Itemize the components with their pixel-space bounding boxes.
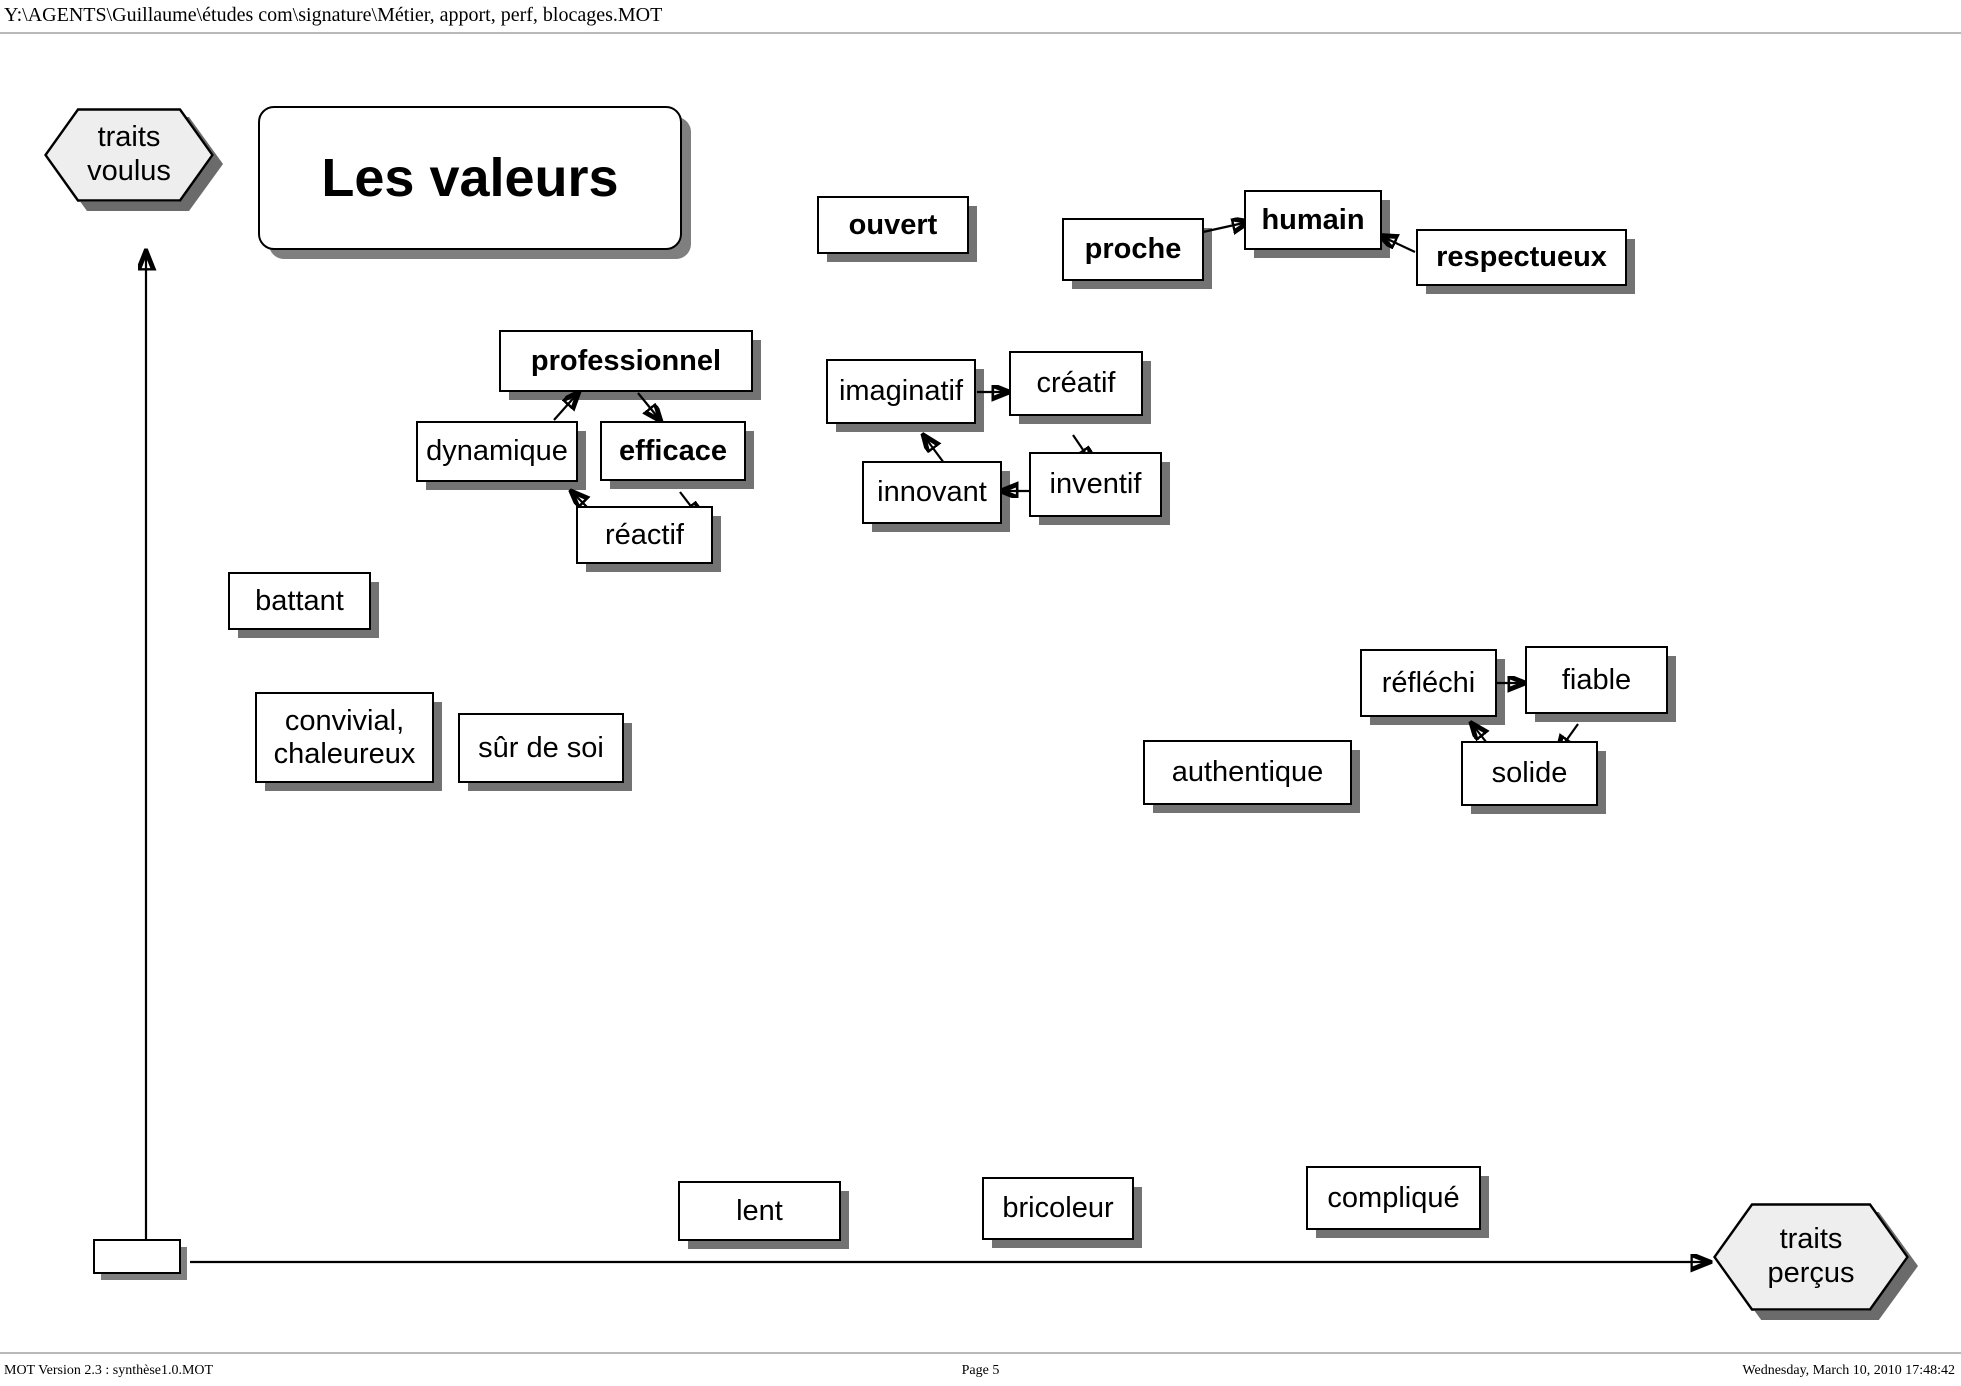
axis-node-label: traits voulus — [87, 121, 171, 187]
node-ouvert[interactable]: ouvert — [817, 196, 969, 254]
footer-divider — [0, 1352, 1961, 1354]
node-reflechi[interactable]: réfléchi — [1360, 649, 1497, 717]
node-inventif[interactable]: inventif — [1029, 452, 1162, 517]
origin-node[interactable] — [93, 1239, 181, 1274]
node-convivial-chaleureux[interactable]: convivial, chaleureux — [255, 692, 434, 783]
node-reactif[interactable]: réactif — [576, 506, 713, 564]
node-proche[interactable]: proche — [1062, 218, 1204, 281]
node-respectueux[interactable]: respectueux — [1416, 229, 1627, 286]
node-innovant[interactable]: innovant — [862, 461, 1002, 524]
node-sur-de-soi[interactable]: sûr de soi — [458, 713, 624, 783]
footer-page-number: Page 5 — [961, 1363, 1000, 1378]
hexagon-body — [1713, 1203, 1909, 1311]
axis-node-label: traits perçus — [1767, 1223, 1855, 1289]
axis-node-traits-voulus[interactable]: traits voulus — [44, 108, 223, 211]
node-battant[interactable]: battant — [228, 572, 371, 630]
node-humain[interactable]: humain — [1244, 190, 1382, 250]
footer-timestamp: Wednesday, March 10, 2010 17:48:42 — [1742, 1363, 1955, 1378]
footer-version: MOT Version 2.3 : synthèse1.0.MOT — [4, 1363, 214, 1378]
node-bricoleur[interactable]: bricoleur — [982, 1177, 1134, 1240]
node-complique[interactable]: compliqué — [1306, 1166, 1481, 1230]
node-lent[interactable]: lent — [678, 1181, 841, 1241]
hexagon-body — [44, 108, 214, 202]
node-solide[interactable]: solide — [1461, 741, 1598, 806]
node-imaginatif[interactable]: imaginatif — [826, 359, 976, 424]
node-dynamique[interactable]: dynamique — [416, 421, 578, 482]
hexagon-outline — [44, 108, 214, 202]
node-authentique[interactable]: authentique — [1143, 740, 1352, 805]
axis-node-traits-percus[interactable]: traits perçus — [1713, 1203, 1918, 1320]
node-creatif[interactable]: créatif — [1009, 351, 1143, 416]
hexagon-outline — [1713, 1203, 1909, 1311]
node-efficace[interactable]: efficace — [600, 421, 746, 481]
slide-title-box: Les valeurs — [258, 106, 682, 250]
header-divider — [0, 32, 1961, 34]
document-file-path: Y:\AGENTS\Guillaume\études com\signature… — [4, 4, 663, 26]
node-fiable[interactable]: fiable — [1525, 646, 1668, 714]
node-professionnel[interactable]: professionnel — [499, 330, 753, 392]
